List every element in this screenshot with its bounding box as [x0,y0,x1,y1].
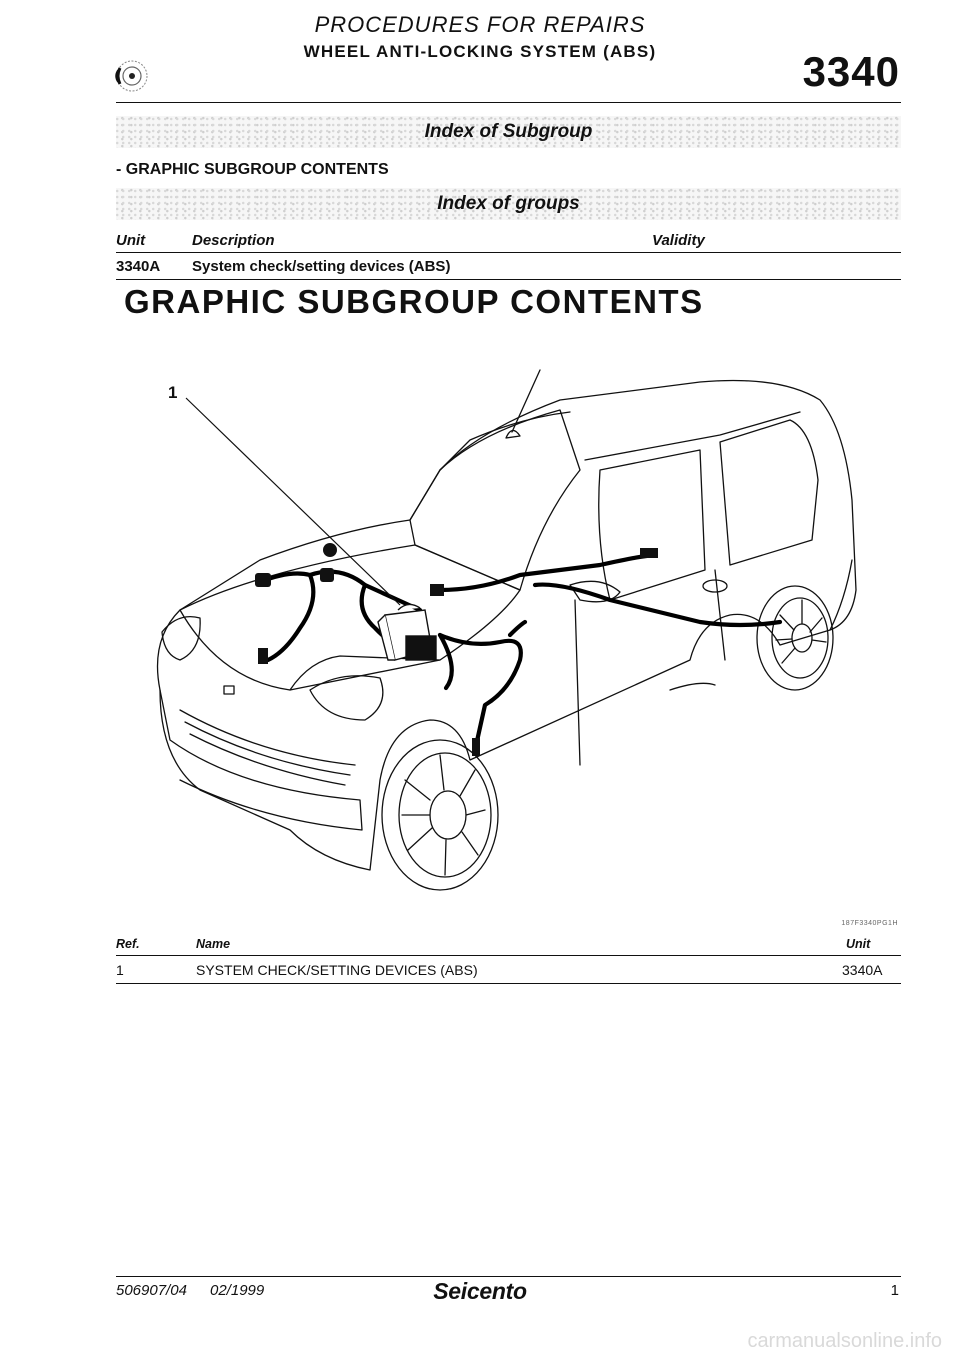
car-wiring-illustration: 1 [156,369,857,891]
parts-col-unit: Unit [846,937,871,951]
antenna [511,369,541,433]
col-unit: Unit [116,232,146,249]
groups-head-rule [116,252,901,253]
footer-rule [116,1276,901,1277]
graphic-title: GRAPHIC SUBGROUP CONTENTS [124,283,704,320]
groups-row-rule [116,279,901,280]
parts-row-ref: 1 [116,962,124,978]
doc-number: 506907/04 [116,1282,187,1299]
system-title: WHEEL ANTI-LOCKING SYSTEM (ABS) [303,42,657,61]
index-groups-band: Index of groups [116,188,901,220]
col-validity: Validity [652,232,705,249]
windscreen [409,409,581,591]
hood [179,544,521,691]
index-subgroup-band: Index of Subgroup [116,116,901,148]
side-window-rear [719,419,819,566]
parts-head-rule [116,955,901,956]
parts-row-rule [116,983,901,984]
parts-row-unit[interactable]: 3340A [842,962,883,978]
brand-logo: Seicento [433,1278,527,1304]
headlamp-left [161,615,201,661]
parts-col-ref: Ref. [116,937,140,951]
header-rule [116,102,901,103]
abs-hydraulic-unit [377,603,437,661]
callout-number: 1 [168,383,177,402]
abs-wiring-harness [257,552,783,753]
harness-connectors [255,543,658,756]
side-window-front [598,449,706,601]
index-groups-title: Index of groups [437,193,580,214]
door-line [574,599,581,766]
section-title: PROCEDURES FOR REPAIRS [314,12,646,37]
col-description: Description [192,232,275,249]
abs-wheel-icon [115,60,148,92]
figure-code: 187F3340PG1H [841,920,898,927]
index-subgroup-title: Index of Subgroup [424,121,593,142]
group-row-description[interactable]: System check/setting devices (ABS) [192,258,451,275]
group-code: 3340 [802,48,900,95]
group-row-unit[interactable]: 3340A [116,258,161,275]
page-number: 1 [890,1282,899,1299]
parts-row-name[interactable]: SYSTEM CHECK/SETTING DEVICES (ABS) [196,962,478,978]
side-mirror [569,580,621,603]
rear-wheel [756,585,834,691]
car-body-outline [156,379,857,871]
subgroup-contents-link[interactable]: - GRAPHIC SUBGROUP CONTENTS [116,161,389,178]
callout-leader [185,397,401,606]
doc-date: 02/1999 [210,1282,265,1299]
watermark: carmanualsonline.info [747,1330,942,1352]
headlamp-right [309,675,384,721]
front-bumper [159,689,363,831]
parts-col-name: Name [196,937,231,951]
front-wheel [381,739,499,891]
